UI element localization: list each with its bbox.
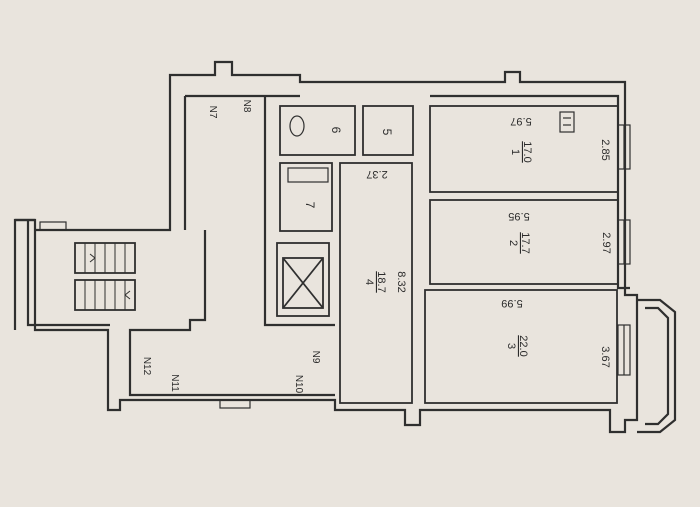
room-4-number: 4	[363, 279, 375, 285]
room-4-area: 18.7	[375, 271, 387, 292]
shaft-n7: N7	[207, 106, 218, 119]
room-4-length: 8.32	[395, 271, 407, 292]
room-3-number: 3	[505, 343, 517, 349]
stair-treads	[84, 243, 131, 310]
room-4-width: 2.37	[366, 168, 387, 180]
room-1-length: 5.97	[510, 115, 531, 127]
shaft-n8: N8	[241, 100, 252, 113]
room-1-area: 17.0	[521, 141, 533, 162]
room-2-length: 5.95	[508, 210, 529, 222]
room-3-labels: 5.99 3 22.0 3.67	[501, 297, 611, 368]
room-5-number: 5	[380, 129, 394, 136]
room-3-area: 22.0	[517, 335, 529, 356]
radiator-icon	[559, 111, 575, 133]
room-7-number: 7	[303, 202, 317, 209]
room-1-labels: 5.97 1 17.0 2.85	[509, 115, 611, 163]
windows	[39, 124, 631, 409]
shaft-n12: N12	[141, 357, 152, 376]
interior-walls	[74, 105, 619, 404]
toilet-icon	[289, 115, 305, 137]
shaft-n9: N9	[310, 351, 321, 364]
room-1-number: 1	[509, 149, 521, 155]
shaft-labels: N7 N8 N9 N10 N11 N12	[141, 100, 321, 394]
room-3-width: 3.67	[599, 346, 611, 367]
room-2-number: 2	[507, 240, 519, 246]
exterior-walls	[13, 60, 677, 434]
room-2-labels: 5.95 2 17.7 2.97	[507, 210, 612, 254]
room-3-length: 5.99	[501, 297, 522, 309]
shaft-n11: N11	[169, 374, 180, 392]
fixtures	[287, 111, 575, 183]
stove-icon	[287, 167, 329, 183]
room-4-labels: 2.37 4 18.7 8.32	[363, 168, 407, 293]
room-6-number: 6	[329, 127, 343, 134]
room-2-area: 17.7	[519, 232, 531, 253]
shaft-n10: N10	[293, 375, 304, 394]
room-1-width: 2.85	[599, 139, 611, 160]
room-2-width: 2.97	[600, 232, 612, 253]
